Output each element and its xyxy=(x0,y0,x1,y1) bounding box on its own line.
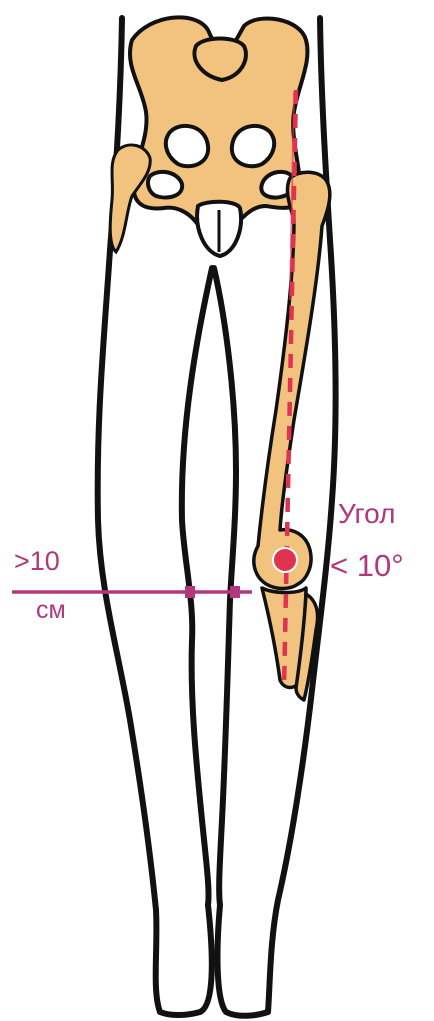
right-obturator-foramen xyxy=(232,126,274,166)
knee-center-marker xyxy=(273,548,297,572)
knee-gap-marker-right xyxy=(230,586,240,598)
knee-gap-marker-left xyxy=(185,586,195,598)
right-foot xyxy=(218,905,268,1016)
angle-value-label: < 10° xyxy=(330,550,404,581)
knee-gap-unit-label: см xyxy=(36,598,66,623)
left-obturator-foramen xyxy=(166,126,208,166)
pelvis xyxy=(130,17,307,256)
left-foot xyxy=(160,905,212,1015)
knee-gap-value-label: >10 xyxy=(14,548,60,575)
angle-word-label: Угол xyxy=(338,500,395,528)
left-hip-socket xyxy=(148,172,182,198)
